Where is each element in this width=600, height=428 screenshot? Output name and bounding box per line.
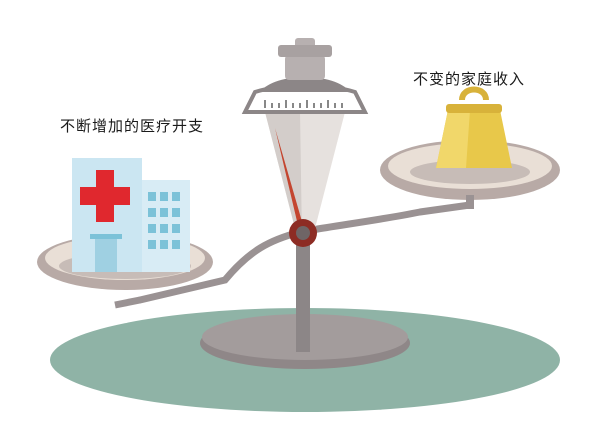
top-block [285,55,325,80]
scale-needle [275,128,305,234]
household-income-label: 不变的家庭收入 [413,70,526,88]
scale-pole [296,240,310,352]
dial-ticks [264,100,343,108]
right-arm [308,201,474,234]
medical-expense-label: 不断增加的医疗开支 [60,117,205,135]
hospital-icon [72,158,190,272]
weight-icon [436,86,512,168]
dial-cap [260,77,350,92]
